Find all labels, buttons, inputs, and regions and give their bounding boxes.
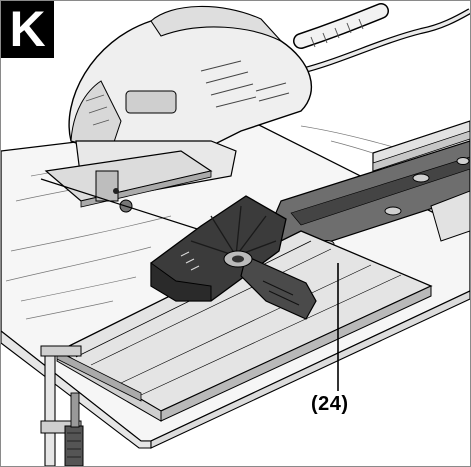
callout-label: (24) <box>311 393 349 415</box>
jigsaw-tool <box>44 3 470 213</box>
rail-adapter <box>150 195 317 320</box>
screw-clamp <box>40 345 84 466</box>
figure-letter-badge: K <box>1 1 54 58</box>
